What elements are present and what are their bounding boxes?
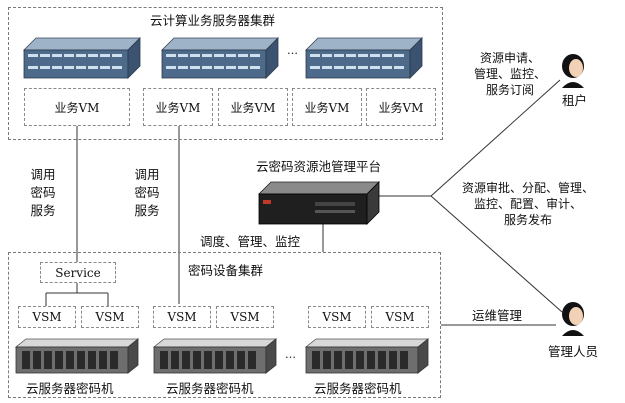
vsm-box: VSM xyxy=(216,306,274,328)
machine-ellipsis: … xyxy=(285,348,297,361)
admin-action-label: 运维管理 xyxy=(472,308,523,323)
business-vm: 业务VM xyxy=(292,88,362,126)
tenant-actions-text: 资源申请、 管理、监控、 服务订阅 xyxy=(474,51,547,97)
crypto-cluster-title: 密码设备集群 xyxy=(188,263,264,278)
call-label-text: 调用 密码 服务 xyxy=(134,167,160,218)
crypto-machine-label: 云服务器密码机 xyxy=(26,381,114,396)
vsm-box: VSM xyxy=(18,306,76,328)
business-vm: 业务VM xyxy=(143,88,213,126)
crypto-machine-icon xyxy=(304,338,430,374)
admin-name: 管理人员 xyxy=(548,344,599,359)
platform-functions-label: 资源审批、分配、管理、 监控、配置、审计、 服务发布 xyxy=(462,180,594,228)
call-crypto-service-label: 调用 密码 服务 xyxy=(132,166,162,220)
crypto-machine-icon xyxy=(14,338,140,374)
business-vm: 业务VM xyxy=(218,88,288,126)
business-vm: 业务VM xyxy=(366,88,436,126)
vsm-box: VSM xyxy=(308,306,366,328)
crypto-device-cluster xyxy=(8,252,441,398)
vsm-box: VSM xyxy=(153,306,211,328)
vsm-box: VSM xyxy=(81,306,139,328)
cloud-cluster-title: 云计算业务服务器集群 xyxy=(150,13,276,28)
management-platform-server-icon xyxy=(258,181,380,225)
call-label-text: 调用 密码 服务 xyxy=(30,167,56,218)
vsm-box: VSM xyxy=(371,306,429,328)
call-crypto-service-label: 调用 密码 服务 xyxy=(28,166,58,220)
crypto-machine-label: 云服务器密码机 xyxy=(166,381,254,396)
crypto-machine-label: 云服务器密码机 xyxy=(314,381,402,396)
business-vm: 业务VM xyxy=(24,88,130,126)
service-box: Service xyxy=(40,262,116,283)
platform-ops-label: 调度、管理、监控 xyxy=(200,234,301,249)
platform-title: 云密码资源池管理平台 xyxy=(256,159,382,174)
tenant-person-icon xyxy=(562,54,584,88)
rack-server-icon xyxy=(23,37,141,79)
tenant-actions-label: 资源申请、 管理、监控、 服务订阅 xyxy=(474,50,546,98)
platform-functions-text: 资源审批、分配、管理、 监控、配置、审计、 服务发布 xyxy=(462,181,595,227)
cloud-server-cluster xyxy=(8,7,443,140)
server-ellipsis: … xyxy=(287,44,299,57)
crypto-machine-icon xyxy=(152,338,278,374)
rack-server-icon xyxy=(305,37,423,79)
tenant-name: 租户 xyxy=(562,93,588,108)
rack-server-icon xyxy=(161,37,279,79)
admin-person-icon xyxy=(562,302,584,336)
